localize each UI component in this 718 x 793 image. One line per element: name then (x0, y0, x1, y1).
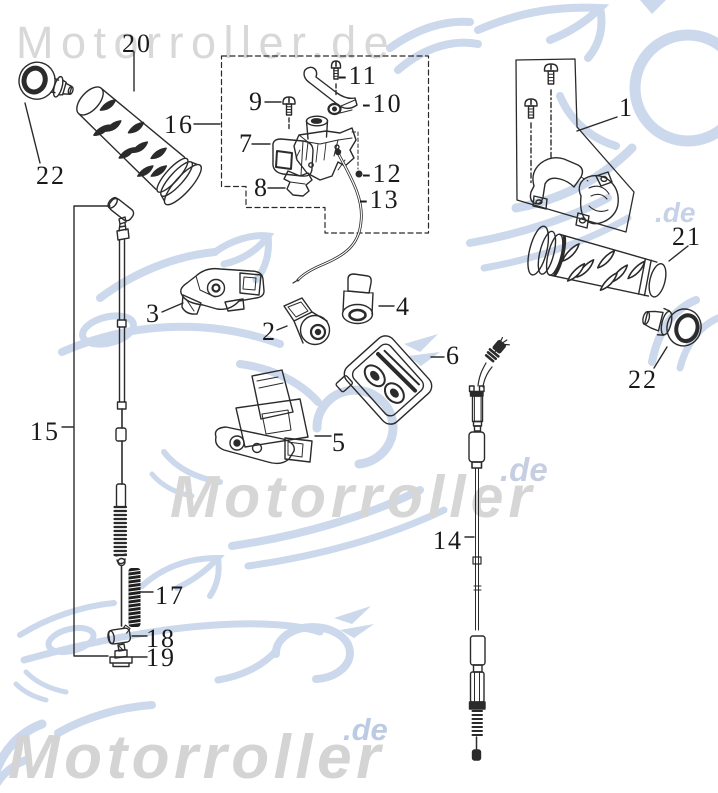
svg-text:-10: -10 (362, 89, 403, 118)
svg-text:4: 4 (396, 292, 411, 321)
svg-text:Motorroller: Motorroller (170, 464, 536, 530)
svg-text:1: 1 (619, 93, 634, 122)
svg-text:21: 21 (672, 222, 702, 251)
svg-text:Motorroller.de: Motorroller.de (16, 17, 396, 68)
svg-text:17: 17 (155, 581, 185, 610)
svg-text:3: 3 (146, 299, 161, 328)
svg-text:5: 5 (332, 428, 347, 457)
svg-text:22: 22 (628, 365, 658, 394)
svg-text:.de: .de (500, 451, 548, 488)
svg-text:-13: -13 (359, 185, 400, 214)
svg-text:19: 19 (146, 643, 176, 672)
svg-text:18: 18 (146, 624, 176, 653)
svg-text:14: 14 (433, 526, 463, 555)
svg-text:15: 15 (30, 417, 60, 446)
svg-text:20: 20 (122, 29, 152, 58)
svg-text:Motorroller: Motorroller (8, 723, 385, 792)
svg-text:22: 22 (36, 161, 66, 190)
svg-text:8: 8 (254, 173, 269, 202)
svg-text:2: 2 (262, 317, 277, 346)
svg-text:.de: .de (343, 712, 388, 747)
svg-text:16: 16 (164, 110, 194, 139)
svg-text:6: 6 (446, 341, 461, 370)
svg-text:.de: .de (655, 197, 695, 228)
svg-text:-11: -11 (338, 61, 378, 90)
svg-text:-12: -12 (362, 159, 403, 188)
svg-text:9: 9 (249, 87, 264, 116)
svg-text:7: 7 (239, 129, 254, 158)
